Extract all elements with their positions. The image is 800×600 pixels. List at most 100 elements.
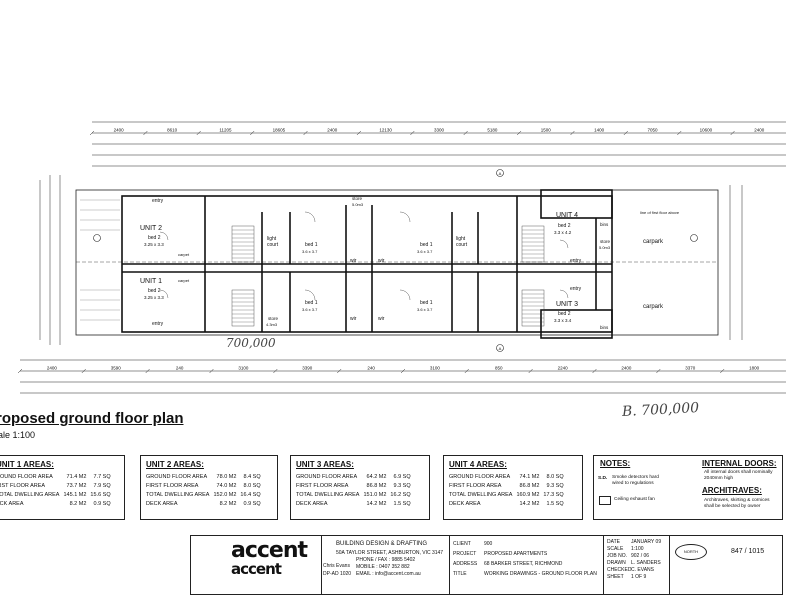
first-floor-above-note: line of first floor above	[640, 210, 680, 215]
drawing-reference: 847 / 1015	[731, 548, 765, 555]
project-value: PROPOSED APARTMENTS	[484, 551, 548, 557]
top-dimension-lines	[92, 121, 786, 167]
unit3-bed-label: bed 2	[558, 311, 571, 317]
exhaust-fan-icon	[599, 496, 611, 505]
area-m2: 71.4 M2	[66, 473, 87, 480]
carpark-label-top: carpark	[643, 239, 664, 245]
unit2-bed-dim: 3.25 x 3.3	[144, 242, 164, 247]
date-label: DATE	[607, 539, 620, 545]
north-arrow-icon: NORTH	[675, 544, 707, 560]
unit2-bed-label: bed 2	[148, 235, 161, 241]
bed1-label-b: bed 1	[420, 242, 433, 248]
area-m2: 78.0 M2	[216, 473, 237, 480]
address-value: 68 BARKER STREET, RICHMOND	[484, 561, 563, 567]
area-m2: 86.8 M2	[366, 482, 387, 489]
area-label: GROUND FLOOR AREA	[296, 473, 358, 480]
unit4-bed-label: bed 2	[558, 223, 571, 229]
bottom-dimension-ticks	[17, 368, 725, 374]
store-vol-left: 4.3m3	[266, 322, 278, 327]
smoke-detector-note: Smoke detectors hard wired to regulation…	[612, 475, 659, 486]
dimension-label: 3100	[430, 366, 441, 371]
checked-value: C. EVANS	[631, 567, 654, 573]
bed1-dim-d: 3.6 x 3.7	[417, 307, 433, 312]
notes-title: NOTES:	[600, 459, 631, 468]
dimension-tick	[249, 130, 255, 136]
company-name: BUILDING DESIGN & DRAFTING	[336, 541, 428, 547]
dimension-label: 1500	[541, 128, 552, 133]
dimension-tick	[464, 368, 470, 374]
area-label: FIRST FLOOR AREA	[449, 482, 502, 489]
area-label: TOTAL DWELLING AREA	[296, 491, 360, 498]
unit2-areas-table: GROUND FLOOR AREA 78.0 M2 8.4 SQ FIRST FLO…	[144, 472, 263, 508]
store-label-left: store	[268, 316, 279, 321]
area-label: GROUND FLOOR AREA	[146, 473, 208, 480]
top-dimension-ticks	[89, 130, 735, 136]
title-block: accent accent BUILDING DESIGN & DRAFTING…	[190, 535, 783, 595]
dimension-tick	[145, 368, 150, 374]
area-sq: 17.3 SQ	[543, 491, 564, 498]
door-swings	[159, 211, 569, 301]
company-address: 50A TAYLOR STREET, ASHBURTON, VIC 3147	[336, 550, 444, 556]
dimension-tick	[623, 130, 629, 136]
area-label: GROUND FLOOR AREA	[449, 473, 511, 480]
dimension-label: 3390	[302, 366, 313, 371]
area-sq: 6.9 SQ	[393, 473, 411, 480]
dimension-tick	[528, 368, 533, 374]
area-sq: 1.5 SQ	[393, 500, 411, 507]
area-sq: 1.5 SQ	[546, 500, 564, 507]
svg-text:A: A	[499, 171, 502, 176]
company-email: EMAIL : info@accent.com.au	[356, 571, 421, 577]
bins-label-top: bins	[600, 222, 609, 227]
building-walls	[121, 189, 613, 339]
date-value: JANUARY 09	[631, 539, 662, 545]
drawn-label: DRAWN	[607, 560, 626, 566]
company-phone: PHONE / FAX : 9885 5402	[356, 557, 416, 563]
title-label: TITLE	[453, 571, 467, 577]
dimension-label: 2400	[47, 366, 58, 371]
unit4-label: UNIT 4	[556, 212, 578, 219]
entry-label-u1: entry	[152, 321, 164, 327]
light-court-a-2: court	[267, 242, 279, 248]
unit2-label: UNIT 2	[140, 225, 162, 232]
area-sq: 8.4 SQ	[243, 473, 261, 480]
area-label: ECK AREA	[0, 500, 24, 507]
company-mobile: MOBILE : 0407 352 882	[356, 564, 410, 570]
section-marker-top: A	[496, 169, 504, 177]
dimension-tick	[400, 368, 406, 374]
entry-label-u3: entry	[570, 286, 582, 292]
drawn-value: L. SANDERS	[631, 560, 661, 566]
area-m2: 152.0 M2	[213, 491, 237, 498]
dimension-tick	[303, 130, 308, 136]
dimension-tick	[410, 130, 415, 136]
unit4-areas-title: UNIT 4 AREAS:	[449, 460, 507, 469]
bed1-dim-b: 3.6 x 3.7	[417, 249, 433, 254]
area-label: DECK AREA	[146, 500, 178, 507]
bed1-label-c: bed 1	[305, 300, 318, 306]
dimension-tick	[356, 130, 362, 136]
entry-label-u2: entry	[152, 198, 164, 204]
north-label: NORTH	[683, 549, 699, 554]
light-court-a-1: light	[267, 236, 277, 242]
light-court-b-2: court	[456, 242, 468, 248]
dimension-tick	[273, 368, 278, 374]
sheet-label: SHEET	[607, 574, 624, 580]
dimension-tick	[730, 130, 735, 136]
dimension-tick	[719, 368, 725, 374]
designer-registration: DP-AD 1020	[323, 571, 352, 577]
dimension-label: 1400	[594, 128, 605, 133]
dimension-label: 12130	[379, 128, 392, 133]
dimension-tick	[336, 368, 342, 374]
area-m2: 151.0 M2	[363, 491, 387, 498]
